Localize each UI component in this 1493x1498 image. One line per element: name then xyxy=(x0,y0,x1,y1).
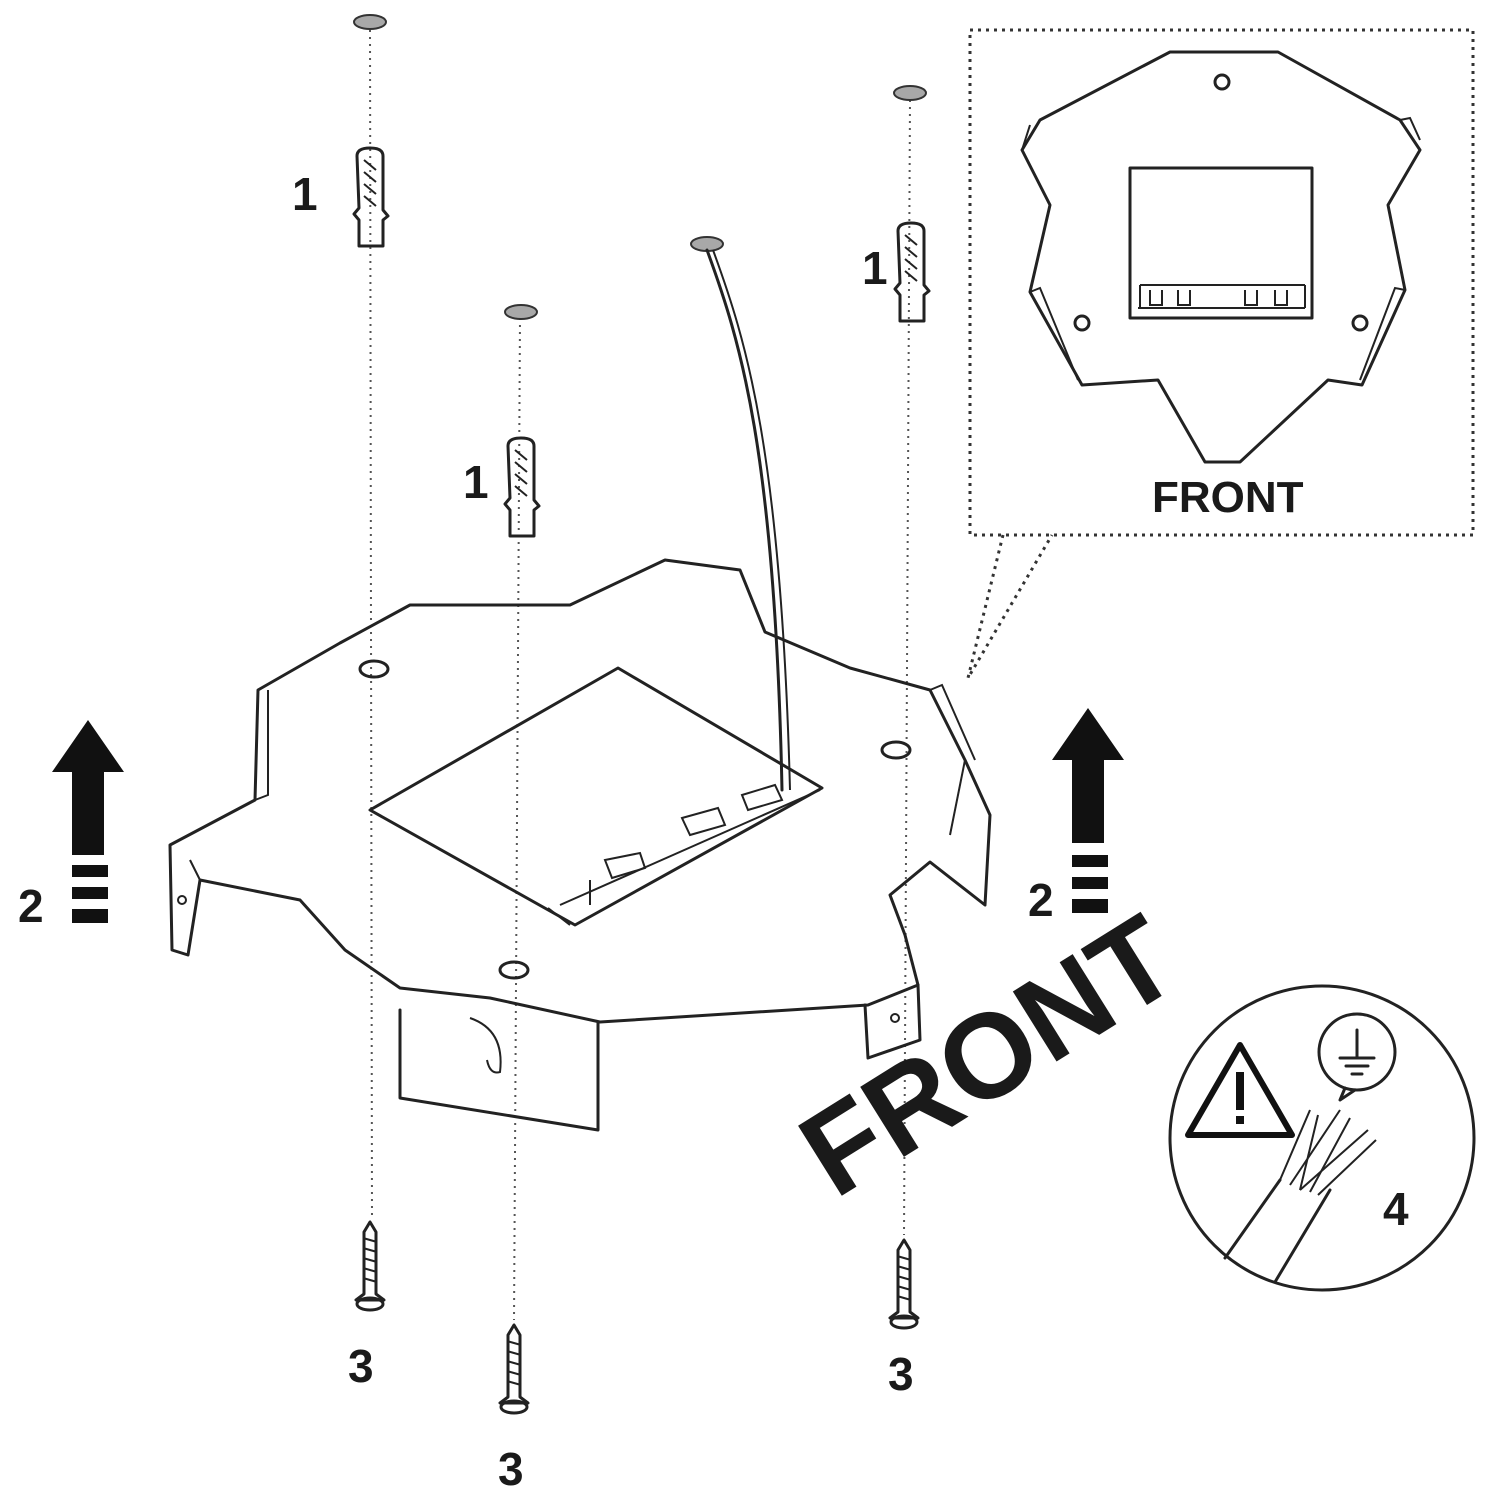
screw-left xyxy=(354,1220,386,1312)
step-label-anchor-middle: 1 xyxy=(463,456,489,508)
plate-hole-right xyxy=(880,740,912,760)
earth-ground-icon xyxy=(1317,1012,1397,1102)
up-arrow-icon xyxy=(52,720,124,923)
warning-triangle-icon xyxy=(1185,1042,1295,1138)
washer-left xyxy=(353,14,387,30)
cable xyxy=(705,248,784,792)
step-label-screw-middle: 3 xyxy=(498,1443,524,1495)
washer-right xyxy=(893,85,927,101)
step-label-screw-right: 3 xyxy=(888,1348,914,1400)
inset-front-label: FRONT xyxy=(1152,473,1304,522)
wall-anchor-middle xyxy=(503,436,541,538)
screw-middle xyxy=(498,1323,530,1415)
screw-right xyxy=(888,1238,920,1330)
step-label-anchor-right: 1 xyxy=(862,242,888,294)
wall-anchor-left xyxy=(352,146,390,248)
plate-hole-front xyxy=(498,960,530,980)
step-label-screw-left: 3 xyxy=(348,1340,374,1392)
washers xyxy=(353,14,927,320)
step-label-lift-left: 2 xyxy=(18,880,44,932)
step-label-lift-right: 2 xyxy=(1028,874,1054,926)
wall-anchor-right xyxy=(893,221,931,323)
mounting-plate xyxy=(168,558,992,1132)
wiring-detail: 4 xyxy=(1168,984,1476,1292)
step-label-wiring: 4 xyxy=(1383,1183,1409,1235)
washer-middle xyxy=(504,304,538,320)
step-label-anchor-left: 1 xyxy=(292,168,318,220)
plate-hole-left xyxy=(358,659,390,679)
inset-top-view: FRONT xyxy=(966,28,1475,679)
up-arrow-icon xyxy=(1052,708,1124,913)
front-label: FRONT xyxy=(778,889,1199,1222)
